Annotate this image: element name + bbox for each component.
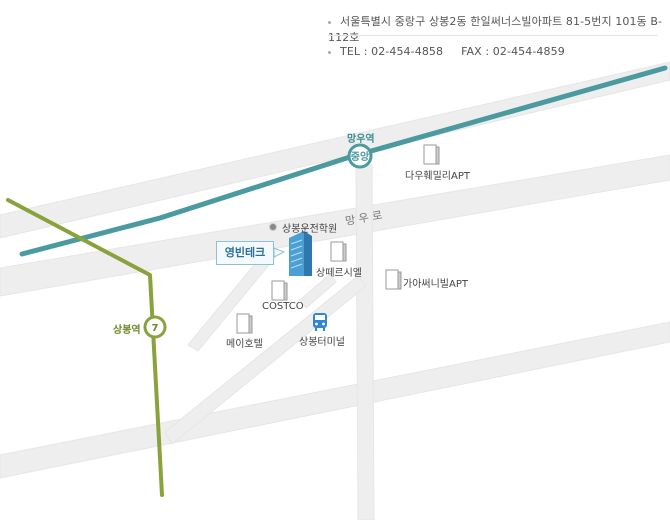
roads [0, 61, 670, 520]
road-name-label: 망 우 로 [344, 209, 383, 228]
meihotel-label: 메이호텔 [226, 339, 263, 350]
address-line: 서울특별시 중랑구 상봉2동 한일써너스빌아파트 81-5번지 101동 B-1… [328, 13, 670, 45]
building-icon [271, 280, 288, 301]
bullet-icon [328, 20, 331, 24]
line-7 [6, 198, 164, 497]
fax-text: FAX : 02-454-4859 [461, 45, 565, 58]
building-icon [385, 269, 402, 290]
mangu-line-label: 중앙 [351, 151, 370, 163]
road-small-junction [299, 273, 337, 309]
company-building-icon[interactable] [289, 231, 312, 276]
building-icon [236, 313, 253, 334]
mangu-station-marker[interactable]: 중앙 [347, 143, 373, 169]
bullet-icon [328, 50, 331, 54]
pin-icon [269, 223, 277, 231]
callout-pointer [273, 247, 286, 258]
building-icon [330, 241, 347, 262]
road-upper-diagonal [0, 61, 670, 239]
gaassunny-label: 가아써니빌APT [403, 279, 468, 290]
sangpetreusiel-label: 상떼르시엘 [316, 268, 362, 279]
mangu-station-name: 망우역 [347, 134, 375, 145]
landmark-buildings [236, 144, 440, 334]
road-lower-diagonal [0, 321, 670, 479]
central-line [19, 65, 668, 257]
contact-line: TEL : 02-454-4858 FAX : 02-454-4859 [328, 45, 565, 58]
road-mangu-ro [0, 154, 670, 297]
tel-text: TEL : 02-454-4858 [340, 45, 444, 58]
sangbong-line-label: 7 [152, 323, 159, 334]
driving-school-label: 상봉운전학원 [282, 224, 338, 235]
costco-label: COSTCO [262, 301, 304, 312]
sangbong-station-marker[interactable]: 7 [143, 315, 167, 339]
terminal-label: 상봉터미널 [299, 337, 345, 348]
sangbong-station-name: 상봉역 [113, 325, 141, 336]
header-divider [328, 35, 658, 36]
address-text: 서울특별시 중랑구 상봉2동 한일써너스빌아파트 81-5번지 101동 B-1… [328, 15, 663, 44]
company-callout[interactable]: 영빈테크 [216, 241, 274, 265]
dauhaemilly-label: 다우훼밀리APT [405, 171, 470, 182]
building-icon [423, 144, 440, 165]
bus-icon [313, 313, 327, 331]
